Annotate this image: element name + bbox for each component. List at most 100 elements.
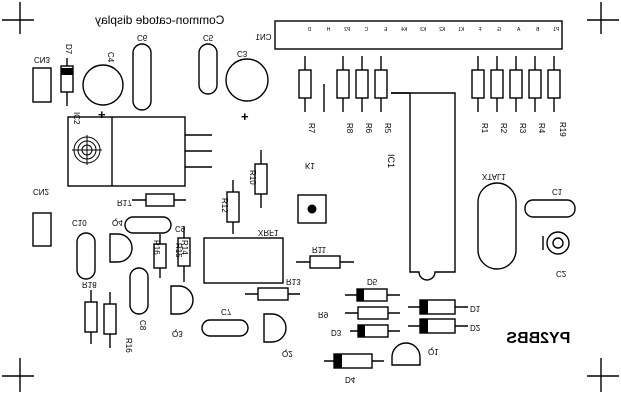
diode-d1 <box>408 299 468 315</box>
resistor-r10 <box>254 150 268 208</box>
cn1-pin-label: C <box>364 27 368 33</box>
cn1-pin-label: A <box>516 27 520 33</box>
r17-label: R17 <box>117 198 132 207</box>
d3-label: D3 <box>331 328 342 337</box>
diode-d7 <box>60 58 74 106</box>
capacitor-c1 <box>524 199 576 218</box>
r3-label: R3 <box>518 123 527 134</box>
capacitor-c8 <box>129 267 149 315</box>
cn1-pin-label: E <box>383 27 387 33</box>
ic1-label: IC1 <box>386 154 396 168</box>
resistor-bank <box>298 56 561 112</box>
resistor-r16 <box>153 234 167 278</box>
c2-label: C2 <box>556 269 567 278</box>
c4-label: C4 <box>106 52 115 63</box>
transistor-q3 <box>170 285 194 315</box>
r13-label: R13 <box>286 277 301 286</box>
r14-label: R14 <box>180 240 189 255</box>
trimmer-c2 <box>542 231 570 255</box>
diode-d3 <box>350 324 400 338</box>
cn2-label: CN2 <box>33 187 50 196</box>
cn1-pin-label: K3 <box>420 27 426 33</box>
capacitor-c5 <box>198 43 218 95</box>
r7-label: R7 <box>307 123 316 134</box>
connector-cn3 <box>32 67 52 103</box>
transistor-q2 <box>263 313 287 343</box>
resistor-r13 <box>245 287 300 301</box>
q4-label: Q4 <box>112 218 123 227</box>
transistor-q1 <box>391 342 421 366</box>
capacitor-c6 <box>132 43 152 111</box>
c1-label: C1 <box>552 187 563 196</box>
cn1-pin-label: F <box>478 27 481 33</box>
cn3-label: CN3 <box>34 55 51 64</box>
c6-label: C6 <box>137 33 148 42</box>
q3-label: Q3 <box>172 329 183 338</box>
xtal1-label: XTAL1 <box>482 172 506 181</box>
resistor-r11 <box>296 255 354 269</box>
cn1-pin-label: P1 <box>553 27 559 33</box>
resistor-r9 <box>345 306 400 320</box>
cn1-pin-label: B <box>535 27 539 33</box>
diode-d2 <box>408 318 468 334</box>
r2-label: R2 <box>499 123 508 134</box>
r11-label: R11 <box>312 245 327 254</box>
c4-plus: + <box>98 107 106 122</box>
d2-label: D2 <box>470 323 481 332</box>
r18-label: R18 <box>82 280 97 289</box>
capacitor-c7 <box>201 319 249 337</box>
capacitor-c9 <box>124 216 172 234</box>
r16-label: R16 <box>152 240 161 255</box>
cn1-label: CN1 <box>255 33 272 42</box>
ic-ic1 <box>391 92 456 281</box>
c9-label: C9 <box>175 224 186 233</box>
ic2-label: IC2 <box>72 112 81 125</box>
diode-d5 <box>345 288 400 302</box>
k1-label: K1 <box>305 161 315 170</box>
transistor-q4 <box>109 233 133 263</box>
cn1-pin-label: K1 <box>458 27 464 33</box>
resistor-r17 <box>132 193 186 207</box>
c3-label: C3 <box>237 49 248 58</box>
cn1-pin-label: K2 <box>439 27 445 33</box>
r1-label: R1 <box>480 123 489 134</box>
c5-label: C5 <box>203 33 214 42</box>
c7-label: C7 <box>221 307 232 316</box>
r9-label: R9 <box>318 310 329 319</box>
resistor-r15 <box>177 226 191 282</box>
resistor-r18 <box>84 290 98 344</box>
capacitor-c4 <box>82 64 124 106</box>
r10-label: R10 <box>248 170 257 185</box>
xrf1-label: XRF1 <box>258 228 279 237</box>
d1-label: D1 <box>470 304 481 313</box>
d7-label: D7 <box>64 44 73 55</box>
c8-label: C8 <box>138 320 147 331</box>
cn1-pin-label: K4 <box>401 27 407 33</box>
d5-label: D5 <box>367 277 378 286</box>
resistor-r12 <box>226 180 240 234</box>
cn1-pin-label: P2 <box>344 27 350 33</box>
c10-label: C10 <box>72 218 87 227</box>
r15-label: R15 <box>174 243 183 258</box>
r6-label: R6 <box>364 123 373 134</box>
brand-label: PY2BBS <box>506 330 570 347</box>
diode-d4 <box>324 353 384 369</box>
r19-label: R19 <box>558 122 567 137</box>
q1-label: Q1 <box>428 347 439 356</box>
board-title: Common-catode display <box>95 13 224 27</box>
d4-label: D4 <box>345 375 356 384</box>
crystal-xtal1 <box>477 182 517 270</box>
r12-label: R12 <box>220 198 229 213</box>
capacitor-c10 <box>76 232 96 280</box>
r5-label: R5 <box>383 123 392 134</box>
connector-cn2 <box>32 212 52 247</box>
c3-plus: + <box>241 109 249 124</box>
capacitor-c3 <box>225 58 269 102</box>
regulator-ic2 <box>67 116 212 187</box>
r8-label: R8 <box>345 123 354 134</box>
switch-k1 <box>297 194 327 224</box>
resistor-r16b <box>103 292 117 348</box>
